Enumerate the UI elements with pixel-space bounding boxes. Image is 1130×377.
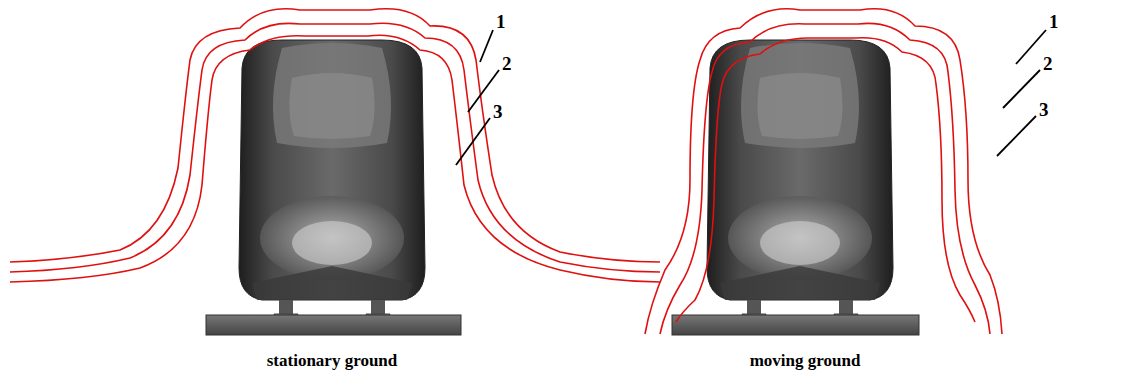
caption: stationary ground (267, 352, 398, 369)
callout-number: 1 (1049, 12, 1059, 31)
callout-number: 2 (502, 54, 512, 73)
caption: moving ground (750, 352, 861, 369)
callout-number: 2 (1043, 54, 1053, 73)
callout-number: 1 (496, 12, 506, 31)
callout-number: 3 (1039, 100, 1049, 119)
callout-number: 3 (493, 102, 503, 121)
